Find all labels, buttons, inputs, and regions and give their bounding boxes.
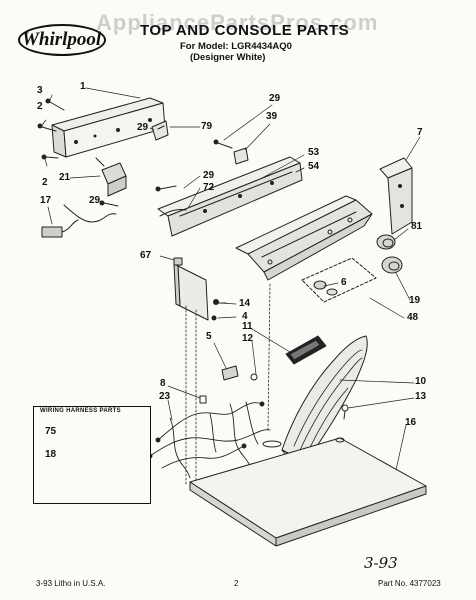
callout-16: 16 <box>405 417 417 428</box>
watermark: AppliancePartsPros.com <box>96 10 379 35</box>
brand-logo-ring <box>18 24 106 56</box>
callout-23: 23 <box>159 391 171 402</box>
callout-81: 81 <box>411 221 423 232</box>
callout-48: 48 <box>407 312 419 323</box>
top-panel-16 <box>189 437 427 547</box>
console-housing <box>235 195 373 281</box>
legend-item-18: 18 <box>45 449 57 460</box>
wiring-harness-legend <box>33 406 151 504</box>
callout-3: 3 <box>37 85 43 96</box>
footer-print-info: 3-93 Litho in U.S.A. <box>36 579 106 588</box>
callout-72: 72 <box>203 182 215 193</box>
callout-17: 17 <box>40 195 52 206</box>
callout-39: 39 <box>266 111 278 122</box>
legend-item-75: 75 <box>45 426 57 437</box>
timer-switch-21 <box>95 157 127 197</box>
guide-lines <box>185 283 271 487</box>
footer-part-number: Part No. 4377023 <box>378 579 441 588</box>
callout-13: 13 <box>415 391 427 402</box>
callout-6: 6 <box>341 277 347 288</box>
clip-39 <box>213 139 249 165</box>
callout-29d: 29 <box>203 170 215 181</box>
page-title: TOP AND CONSOLE PARTS <box>140 22 350 39</box>
callout-5: 5 <box>206 331 212 342</box>
lamp-cover-11 <box>250 335 327 381</box>
harness-clip-72 <box>159 209 187 217</box>
control-panel-part <box>51 97 166 158</box>
handwritten-note: 3-93 <box>364 554 398 572</box>
callout-29a: 29 <box>89 195 101 206</box>
legend-title: WIRING HARNESS PARTS <box>40 408 121 414</box>
clip-13 <box>341 404 349 420</box>
bracket-79 <box>151 120 169 141</box>
callout-14: 14 <box>239 298 251 309</box>
callout-29c: 29 <box>269 93 281 104</box>
callout-2: 2 <box>37 101 43 112</box>
color-subtitle: (Designer White) <box>190 52 266 63</box>
callout-1: 1 <box>80 81 86 92</box>
dashed-kit-48 <box>301 257 377 303</box>
callout-67: 67 <box>140 250 152 261</box>
side-panel-67 <box>173 257 209 321</box>
callout-29b: 29 <box>137 122 149 133</box>
callout-11: 11 <box>242 321 253 332</box>
callout-21: 21 <box>59 172 71 183</box>
callout-54: 54 <box>308 161 320 172</box>
harness-17 <box>41 204 117 238</box>
callout-10: 10 <box>415 376 427 387</box>
leader-lines <box>41 87 421 471</box>
callout-2b: 2 <box>42 177 48 188</box>
model-subtitle: For Model: LGR4434AQ0 <box>180 41 292 52</box>
callout-53: 53 <box>308 147 320 158</box>
brand-logo: Whirlpool <box>22 29 102 50</box>
panel-screws <box>37 98 65 160</box>
callout-79: 79 <box>201 121 213 132</box>
wiring-harness-23 <box>147 401 271 479</box>
knobs <box>376 234 403 274</box>
callout-19: 19 <box>409 295 421 306</box>
callout-7: 7 <box>417 127 423 138</box>
connector-5 <box>221 365 239 381</box>
screws-14-4 <box>211 299 227 321</box>
clip-8 <box>199 395 207 404</box>
control-rail <box>157 156 303 237</box>
callout-12: 12 <box>242 333 254 344</box>
end-bracket-7 <box>379 157 413 235</box>
callout-8: 8 <box>160 378 166 389</box>
callout-4: 4 <box>242 311 248 322</box>
footer-page-number: 2 <box>234 579 239 588</box>
